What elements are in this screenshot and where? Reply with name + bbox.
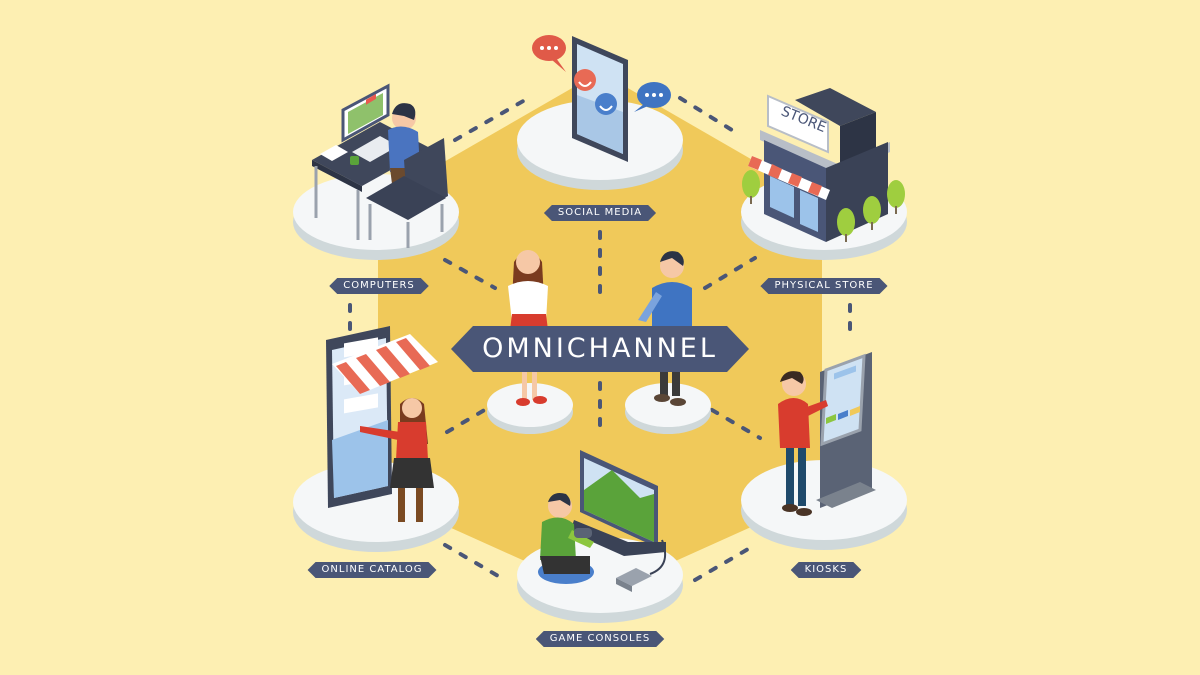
online-catalog-label-text: ONLINE CATALOG (321, 564, 423, 575)
online-catalog-node (293, 326, 459, 552)
kiosks-label-text: KIOSKS (804, 564, 848, 575)
kiosks-node (741, 352, 907, 550)
physical-store-label-text: PHYSICAL STORE (774, 280, 874, 291)
kiosk-terminal-icon (816, 352, 876, 508)
physical-store-label: PHYSICAL STORE (760, 278, 887, 294)
tree-icons (742, 170, 905, 242)
computers-label: COMPUTERS (329, 278, 429, 294)
speech-bubble-red-icon (532, 35, 566, 72)
game-console-icon (570, 450, 666, 592)
smartphone-chat-icon (572, 36, 628, 162)
gamer-icon (538, 493, 594, 584)
omnichannel-title-banner: OMNICHANNEL (451, 326, 749, 372)
computers-label-text: COMPUTERS (343, 280, 415, 291)
man-customer-icon (638, 251, 692, 406)
kiosks-label: KIOSKS (791, 562, 862, 578)
physical-store-node: STORE (741, 88, 907, 260)
game-consoles-label: GAME CONSOLES (536, 631, 665, 647)
woman-shopper-icon (360, 398, 434, 522)
tablet-shop-icon (326, 326, 438, 508)
social-media-label: SOCIAL MEDIA (544, 205, 656, 221)
game-consoles-node (517, 450, 683, 623)
social-media-node (517, 35, 683, 190)
speech-bubble-blue-icon (634, 82, 671, 112)
connector-lines (348, 96, 852, 582)
computers-node (293, 83, 459, 260)
social-media-label-text: SOCIAL MEDIA (557, 207, 643, 218)
store-building-icon: STORE (748, 88, 890, 242)
online-catalog-label: ONLINE CATALOG (308, 562, 437, 578)
game-consoles-label-text: GAME CONSOLES (549, 633, 651, 644)
center-figures (487, 250, 711, 434)
office-chair-icon (366, 138, 448, 248)
kiosk-user-icon (778, 371, 828, 516)
